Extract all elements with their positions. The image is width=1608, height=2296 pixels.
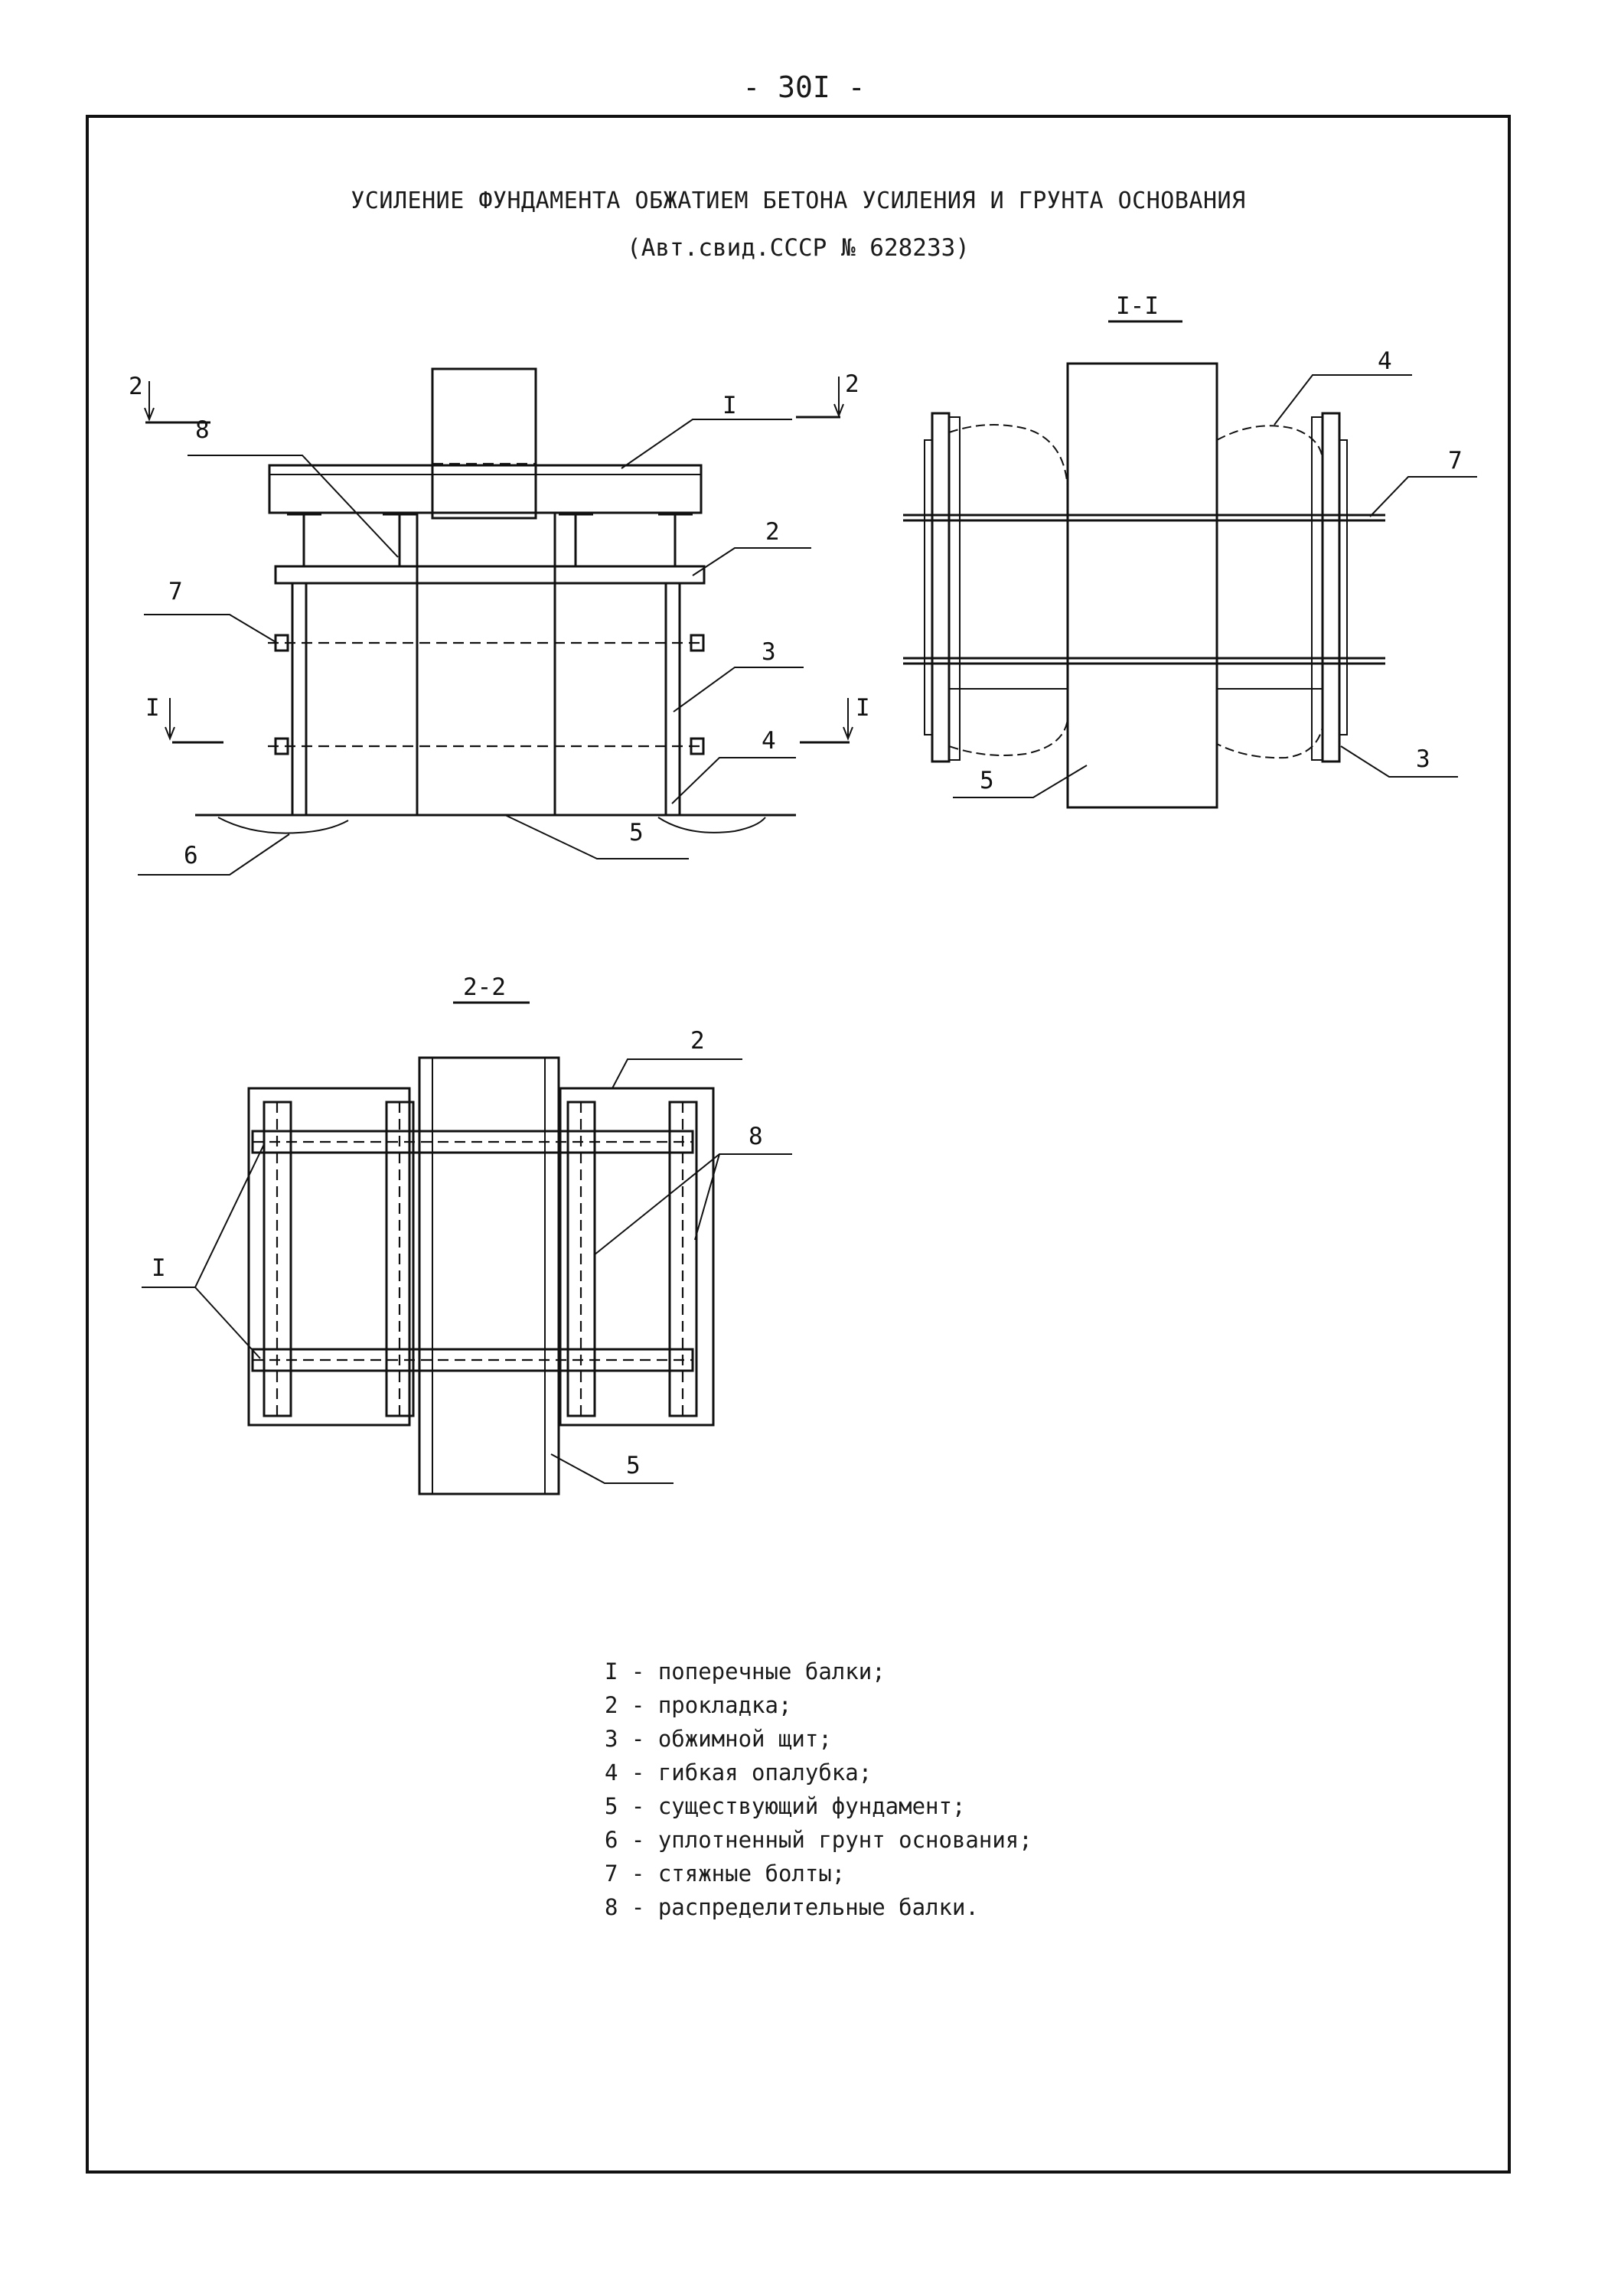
callout-5-elevation: 5 xyxy=(629,819,644,846)
existing-foundation xyxy=(416,511,556,817)
concrete-right xyxy=(553,582,667,817)
callout-1-elevation: I xyxy=(722,392,737,419)
legend-item: 4 - гибкая опалубка; xyxy=(605,1760,872,1786)
legend-item: 8 - распределительные балки. xyxy=(605,1894,979,1920)
drawing-subtitle: (Авт.свид.СССР № 628233) xyxy=(627,234,970,262)
callout-2-elevation: 2 xyxy=(765,518,780,546)
section-I-I: I-I 4 7 3 5 xyxy=(903,292,1477,809)
concrete-left xyxy=(305,582,419,817)
legend-item: 2 - прокладка; xyxy=(605,1692,792,1718)
view-label-2-2: 2-2 xyxy=(463,974,506,1001)
foundation-plan xyxy=(418,1056,560,1495)
callout-4-section: 4 xyxy=(1378,347,1392,375)
callout-5-plan: 5 xyxy=(626,1452,641,1479)
legend-item: 6 - уплотненный грунт основания; xyxy=(605,1827,1032,1853)
callout-7-section: 7 xyxy=(1448,447,1463,475)
legend: I - поперечные балки; 2 - прокладка; 3 -… xyxy=(605,1655,1032,1924)
elevation-view: 2 2 I I 8 I 2 7 3 4 5 6 xyxy=(129,367,870,876)
callout-8-elevation: 8 xyxy=(195,416,210,444)
shield-left xyxy=(291,582,308,817)
section-mark-I-left: I xyxy=(145,694,160,722)
legend-item: 7 - стяжные болты; xyxy=(605,1861,846,1887)
callout-2-plan: 2 xyxy=(690,1027,705,1055)
section-mark-I-right: I xyxy=(856,694,870,722)
callout-3-section: 3 xyxy=(1416,745,1430,773)
legend-item: 3 - обжимной щит; xyxy=(605,1726,832,1752)
callout-8-plan: 8 xyxy=(749,1123,763,1150)
drawing-title: УСИЛЕНИЕ ФУНДАМЕНТА ОБЖАТИЕМ БЕТОНА УСИЛ… xyxy=(351,188,1246,214)
callout-5-section: 5 xyxy=(980,767,994,794)
shield-right xyxy=(664,582,681,817)
callout-6-elevation: 6 xyxy=(184,842,198,869)
foundation-section xyxy=(1066,362,1218,809)
callout-1-plan: I xyxy=(152,1254,166,1282)
page-number: - 30I - xyxy=(742,70,866,104)
i-beams xyxy=(287,513,693,568)
plan-2-2: 2-2 2 8 I 5 xyxy=(142,974,792,1495)
callout-7-elevation: 7 xyxy=(168,578,183,605)
spacer-plate xyxy=(274,565,706,585)
compacted-soil-right xyxy=(657,817,766,833)
compacted-soil-left xyxy=(217,817,349,834)
column-upper xyxy=(431,367,537,520)
legend-item: 5 - существующий фундамент; xyxy=(605,1793,966,1819)
callout-4-elevation: 4 xyxy=(762,727,776,755)
section-mark-2-right: 2 xyxy=(845,370,859,398)
legend-item: I - поперечные балки; xyxy=(605,1658,886,1684)
drawing-frame xyxy=(86,115,1511,2174)
view-label-I-I: I-I xyxy=(1116,292,1159,320)
section-mark-2-left: 2 xyxy=(129,373,143,400)
callout-3-elevation: 3 xyxy=(762,638,776,666)
